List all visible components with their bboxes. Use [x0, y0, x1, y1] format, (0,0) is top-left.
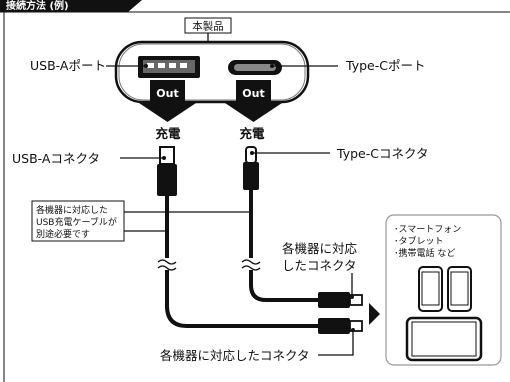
device-connector-upper — [318, 292, 363, 308]
devices-panel-line-1: ･スマートフォン — [394, 225, 461, 235]
tablet-icon — [405, 316, 483, 362]
devices-panel-line-3: ･携帯電話 など — [394, 247, 455, 259]
usb-a-connector-leader-dot — [162, 156, 166, 160]
header-tab: 接続方法 (例) — [0, 0, 142, 12]
device-connector-lower-label: 各機器に対応したコネクタ — [160, 348, 310, 363]
cable-note-leader-dot-a — [165, 229, 169, 233]
type-c-port — [228, 60, 282, 75]
cable-note-line-2: USB充電ケーブルが — [36, 216, 117, 228]
usb-a-connector-label: USB-Aコネクタ — [12, 151, 100, 166]
device-connector-upper-label-2: したコネクタ — [282, 258, 357, 273]
cable-usb-a — [165, 194, 324, 328]
out-arrow-usb-a: Out — [139, 80, 196, 122]
devices-panel-line-2: ･タブレット — [394, 235, 444, 247]
device-connector-lower-leader — [318, 330, 354, 356]
cable-note-line-1: 各機器に対応した — [36, 204, 108, 216]
devices-panel: ･スマートフォン ･タブレット ･携帯電話 など — [385, 214, 502, 366]
charge-label-type-c: 充電 — [239, 126, 265, 141]
device-connector-lower — [318, 318, 363, 334]
out-arrow-type-c: Out — [225, 80, 282, 122]
header-title: 接続方法 (例) — [6, 0, 69, 12]
product-label: 本製品 — [184, 17, 232, 44]
cable-note-line-3: 別途必要です — [36, 228, 90, 240]
out-arrow-usb-a-label: Out — [156, 87, 178, 100]
cable-break-type-c — [241, 258, 261, 271]
mobile-phone-icon — [447, 266, 472, 312]
charge-label-usb-a: 充電 — [155, 126, 181, 141]
device-connector-upper-label-1: 各機器に対応 — [282, 241, 358, 256]
type-c-port-label: Type-Cポート — [345, 58, 425, 73]
type-c-connector — [243, 146, 259, 190]
cable-note-leader — [124, 211, 251, 232]
smartphone-icon — [418, 266, 443, 312]
usb-a-port — [138, 56, 200, 78]
product-label-text: 本製品 — [192, 20, 224, 33]
device-connector-upper-leader-dot — [350, 295, 354, 299]
usb-a-port-leader-dot — [144, 64, 148, 68]
cable-break-usb-a — [157, 258, 177, 271]
cable-note-leader-dot-b — [249, 210, 253, 214]
type-c-port-leader-dot — [270, 64, 274, 68]
usb-a-port-label: USB-Aポート — [30, 58, 106, 73]
usb-a-connector — [157, 146, 177, 196]
device-connector-lower-leader-dot — [351, 328, 355, 332]
device-pointer-arrow — [369, 303, 380, 325]
out-arrow-type-c-label: Out — [242, 87, 264, 100]
type-c-connector-leader-dot — [250, 151, 254, 155]
type-c-connector-label: Type-Cコネクタ — [336, 146, 428, 161]
cable-type-c — [249, 188, 324, 302]
cable-note: 各機器に対応した USB充電ケーブルが 別途必要です — [31, 200, 125, 242]
